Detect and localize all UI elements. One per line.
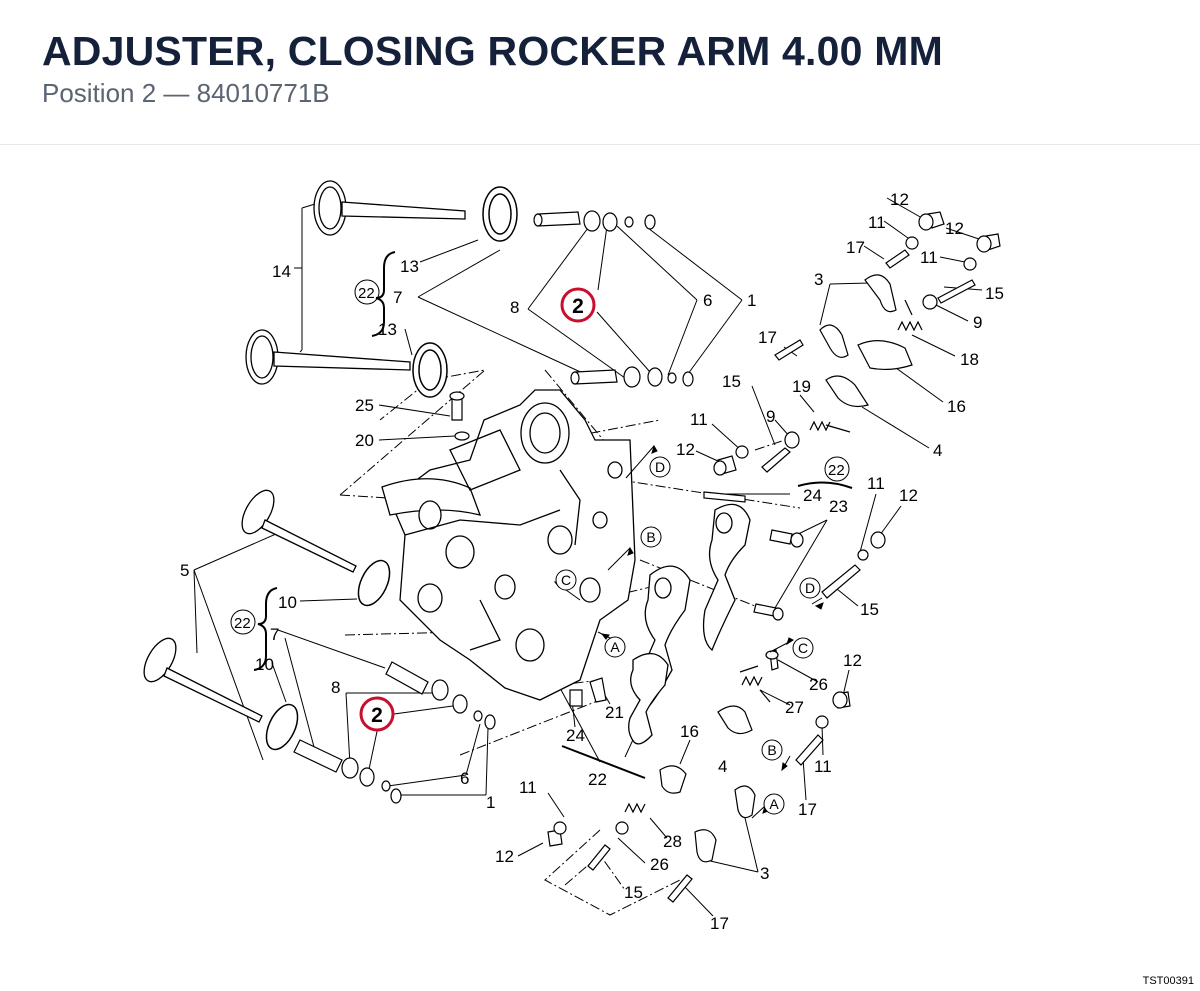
callout-labels: 14 13 7 22 13 8 6 1 25 20 12 11 12 17 11… xyxy=(180,190,1004,933)
callout-label: 20 xyxy=(355,431,374,450)
callout-label: 26 xyxy=(809,675,828,694)
callout-label: 17 xyxy=(758,328,777,347)
callout-label: 1 xyxy=(486,793,495,812)
page-subtitle: Position 2 — 84010771B xyxy=(42,78,330,108)
callout-label: 4 xyxy=(718,757,727,776)
callout-label: 22 xyxy=(828,462,845,479)
callout-label: 25 xyxy=(355,396,374,415)
callout-label: 17 xyxy=(798,800,817,819)
cylinder-head xyxy=(381,389,636,701)
callout-label: 6 xyxy=(460,769,469,788)
callout-label: 16 xyxy=(680,722,699,741)
callout-label: 12 xyxy=(890,190,909,209)
springs-lower xyxy=(624,665,771,814)
reference-letter: D xyxy=(655,459,665,475)
callout-label: 22 xyxy=(588,770,607,789)
header-divider xyxy=(0,144,1200,145)
callout-label: 8 xyxy=(331,678,340,697)
callout-label: 3 xyxy=(814,270,823,289)
highlighted-part-number: 2 xyxy=(572,295,584,318)
callout-label: 7 xyxy=(393,288,402,307)
callout-label: 10 xyxy=(278,593,297,612)
callout-label: 16 xyxy=(947,397,966,416)
callout-label: 22 xyxy=(234,615,251,632)
callout-label: 11 xyxy=(868,213,886,232)
callout-label: 15 xyxy=(624,883,643,902)
callout-label: 8 xyxy=(510,298,519,317)
callout-label: 5 xyxy=(180,561,189,580)
page-header: ADJUSTER, CLOSING ROCKER ARM 4.00 MM Pos… xyxy=(0,0,1200,145)
callout-label: 22 xyxy=(358,285,375,302)
callout-label: 17 xyxy=(846,238,865,257)
reference-letter: C xyxy=(561,572,571,588)
callout-label: 12 xyxy=(945,219,964,238)
callout-label: 19 xyxy=(792,377,811,396)
drawing-id: TST00391 xyxy=(1142,975,1194,987)
callout-label: 12 xyxy=(676,440,695,459)
callout-label: 12 xyxy=(899,486,918,505)
callout-label: 11 xyxy=(519,778,537,797)
callout-label: 3 xyxy=(760,864,769,883)
callout-label: 1 xyxy=(747,291,756,310)
callout-label: 11 xyxy=(920,248,938,267)
callout-label: 15 xyxy=(722,372,741,391)
valve-seat-rings xyxy=(265,186,518,751)
callout-label: 4 xyxy=(933,441,942,460)
reference-letter: B xyxy=(767,742,776,758)
callout-label: 23 xyxy=(829,497,848,516)
valve-lower-left xyxy=(143,489,357,723)
reference-letter: A xyxy=(769,796,779,812)
highlighted-part-callouts[interactable]: 2 2 xyxy=(359,287,596,732)
page-title: ADJUSTER, CLOSING ROCKER ARM 4.00 MM xyxy=(42,28,943,74)
callout-label: 9 xyxy=(766,407,775,426)
callout-label: 10 xyxy=(255,655,274,674)
callout-label: 24 xyxy=(566,726,585,745)
camshaft-caps xyxy=(628,503,751,745)
callout-label: 27 xyxy=(785,698,804,717)
valve-guide-parts xyxy=(293,210,694,804)
group-brackets xyxy=(253,251,853,779)
callout-label: 13 xyxy=(400,257,419,276)
reference-letter: A xyxy=(610,639,620,655)
callout-label: 17 xyxy=(710,914,729,933)
springs-upper xyxy=(809,299,923,433)
callout-label: 7 xyxy=(270,625,279,644)
callout-label: 15 xyxy=(860,600,879,619)
callout-label: 11 xyxy=(814,757,832,776)
group-circles xyxy=(230,279,850,635)
reference-letter: D xyxy=(805,580,815,596)
highlighted-part-number: 2 xyxy=(371,704,383,727)
callout-label: 6 xyxy=(703,291,712,310)
callout-label: 28 xyxy=(663,832,682,851)
callout-label: 13 xyxy=(378,320,397,339)
reference-letter: B xyxy=(646,529,655,545)
callout-label: 14 xyxy=(272,262,291,281)
callout-label: 18 xyxy=(960,350,979,369)
callout-label: 12 xyxy=(495,847,514,866)
callout-label: 21 xyxy=(605,703,624,722)
rocker-assembly-upper xyxy=(713,211,1001,476)
bolt-and-washer xyxy=(449,391,470,441)
letter-references: D B C A D C B A xyxy=(555,456,821,815)
exploded-parts-diagram: 14 13 7 22 13 8 6 1 25 20 12 11 12 17 11… xyxy=(143,180,1004,933)
callout-label: 11 xyxy=(867,474,885,493)
rocker-assembly-lower xyxy=(547,649,851,903)
callout-label: 12 xyxy=(843,651,862,670)
bolts-and-pins xyxy=(569,491,886,707)
callout-label: 11 xyxy=(690,410,708,429)
reference-letter: C xyxy=(798,640,808,656)
callout-label: 15 xyxy=(985,284,1004,303)
callout-label: 26 xyxy=(650,855,669,874)
callout-label: 9 xyxy=(973,313,982,332)
callout-label: 24 xyxy=(803,486,822,505)
valve-upper-left xyxy=(245,180,466,385)
